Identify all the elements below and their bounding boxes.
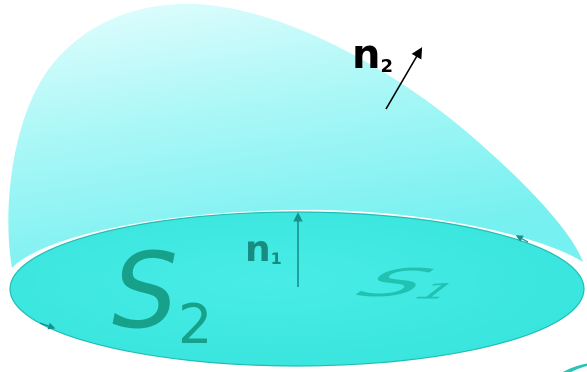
label-n2-base: n (352, 32, 380, 78)
label-s2: S2 (112, 230, 212, 356)
label-curve-c: C (541, 356, 587, 372)
label-n1-base: n (245, 229, 271, 270)
label-s2-base: S (112, 230, 178, 352)
disk-surface-s1 (9, 211, 585, 367)
boundary-arrow-right (515, 235, 529, 243)
label-s2-sub: 2 (178, 293, 212, 356)
label-c-group: C (541, 356, 587, 372)
boundary-arrow-left (39, 322, 56, 330)
normal-vector-n2-arrow (385, 47, 423, 110)
dome-surface-s2 (8, 3, 583, 268)
label-n1-sub: 1 (271, 249, 282, 268)
label-n2: n2 (352, 32, 393, 78)
label-n2-sub: 2 (380, 56, 393, 77)
label-n1: n1 (245, 229, 282, 270)
